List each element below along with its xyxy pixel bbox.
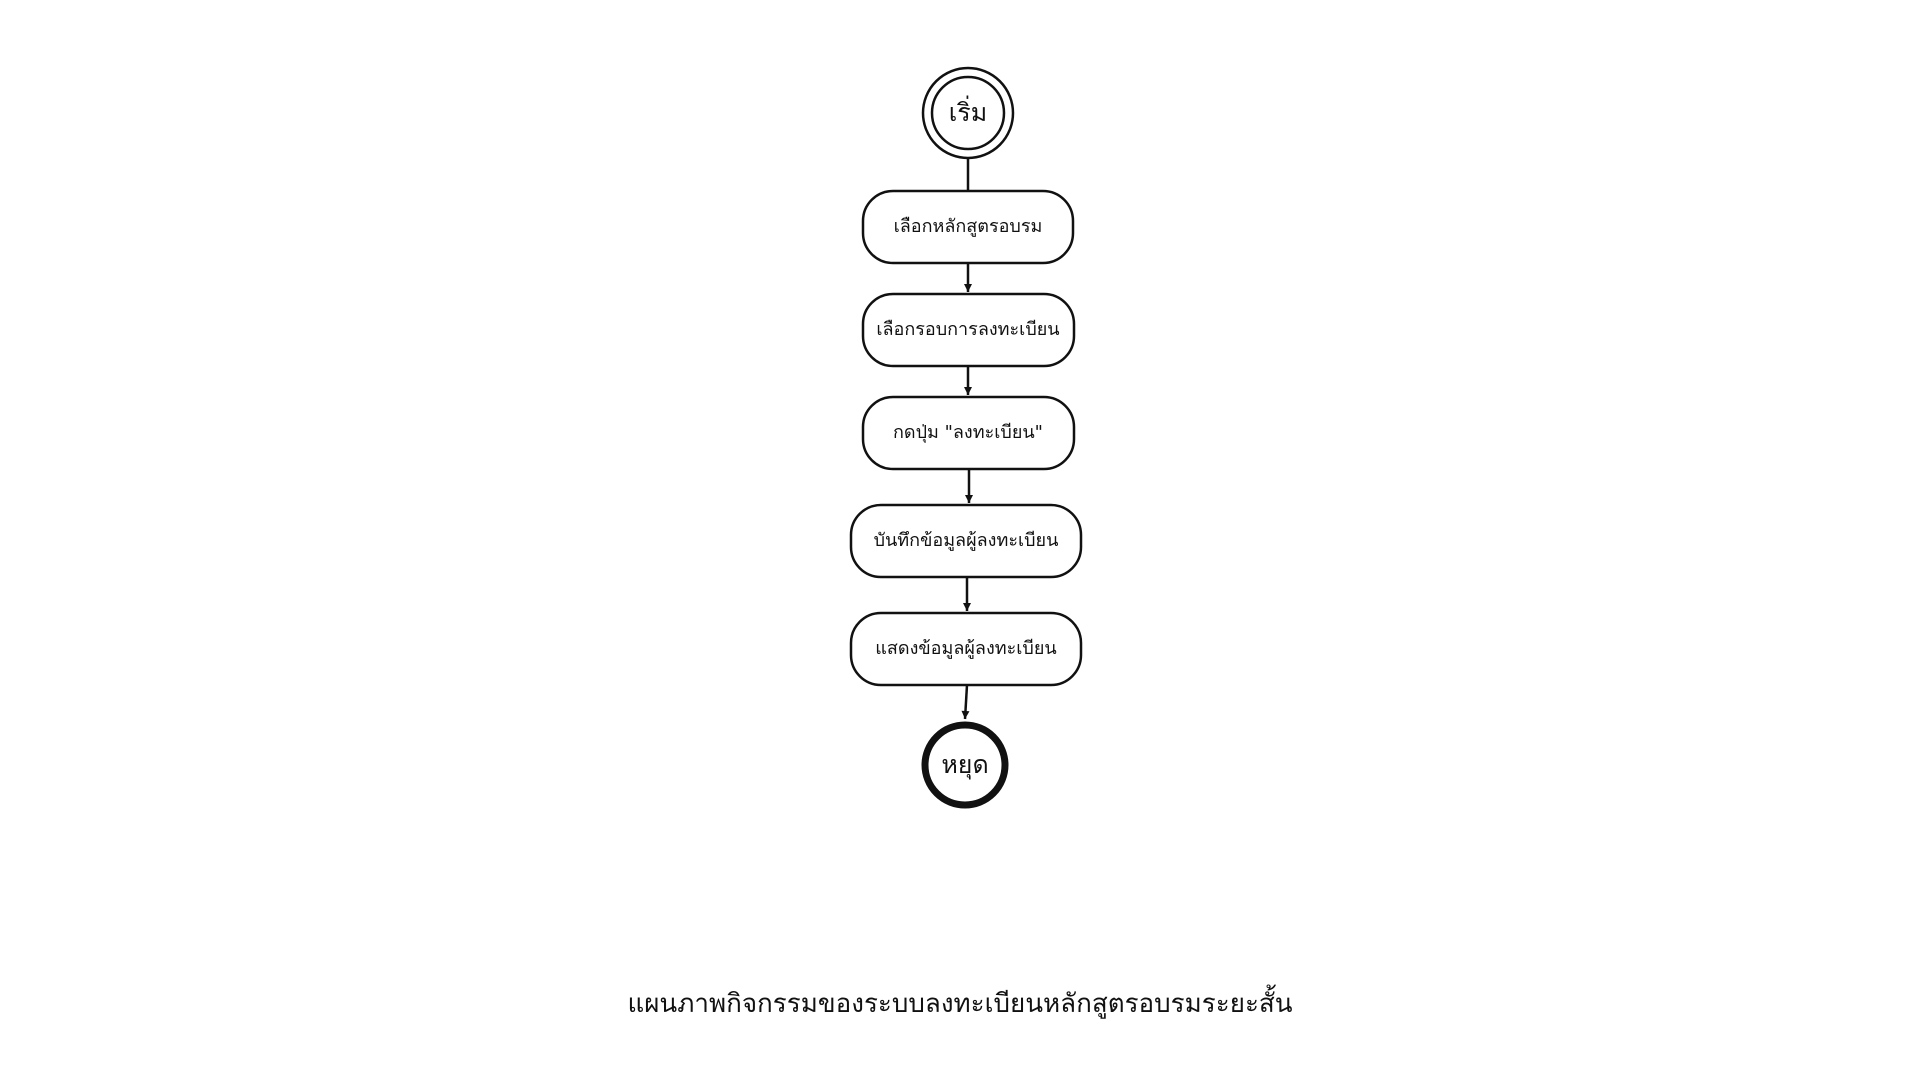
diagram-caption: แผนภาพกิจกรรมของระบบลงทะเบียนหลักสูตรอบร… xyxy=(627,989,1293,1019)
action-node-5-shape xyxy=(849,611,1083,687)
action-node-3-label: กดปุ่ม "ลงทะเบียน" xyxy=(893,422,1043,443)
action-node-2-label: เลือกรอบการลงทะเบียน xyxy=(876,319,1059,340)
action-node-3-shape xyxy=(861,395,1076,471)
action-node-4: บันทึกข้อมูลผู้ลงทะเบียน xyxy=(849,503,1083,579)
action-node-4-label: บันทึกข้อมูลผู้ลงทะเบียน xyxy=(874,530,1059,551)
action-node-2: เลือกรอบการลงทะเบียน xyxy=(861,292,1076,368)
start-node-inner-ring xyxy=(930,75,1006,151)
start-node-label: เริ่ม xyxy=(949,95,987,127)
action-node-5-label: แสดงข้อมูลผู้ลงทะเบียน xyxy=(875,638,1056,659)
action-node-1-shape xyxy=(861,189,1075,265)
connector-action-5-to-end xyxy=(961,684,970,720)
start-node: เริ่ม xyxy=(921,66,1015,160)
action-node-4-shape xyxy=(849,503,1083,579)
action-node-3: กดปุ่ม "ลงทะเบียน" xyxy=(861,395,1076,471)
action-node-5: แสดงข้อมูลผู้ลงทะเบียน xyxy=(849,611,1083,687)
connectors xyxy=(961,159,973,720)
end-node-ring xyxy=(921,721,1009,809)
action-node-1: เลือกหลักสูตรอบรม xyxy=(861,189,1075,265)
action-node-2-shape xyxy=(861,292,1076,368)
end-node-label: หยุด xyxy=(941,750,988,780)
end-node: หยุด xyxy=(921,721,1009,809)
action-node-1-label: เลือกหลักสูตรอบรม xyxy=(894,216,1043,237)
